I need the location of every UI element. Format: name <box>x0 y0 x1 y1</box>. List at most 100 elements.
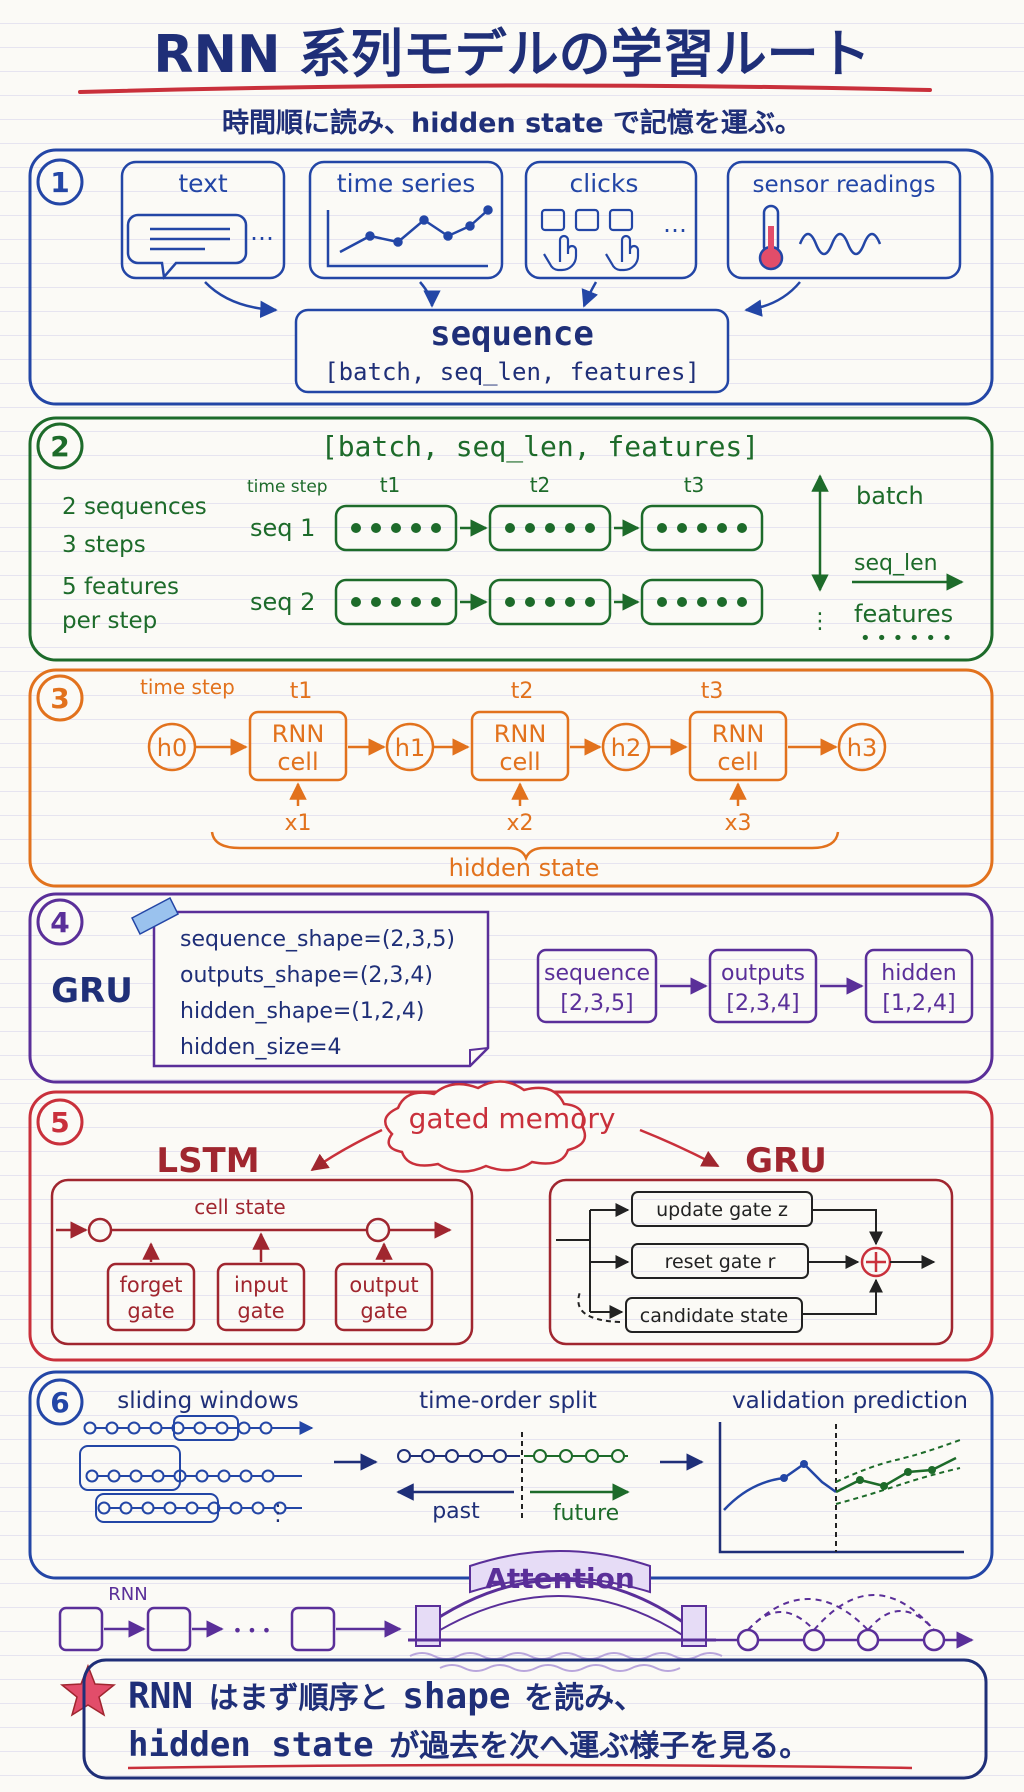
prediction-point <box>928 1466 936 1474</box>
tensor-shape-label: [batch, seq_len, features] <box>321 430 759 464</box>
input-clicks-box <box>524 160 698 280</box>
section-3-frame <box>28 668 994 888</box>
rnn-t2-label: t2 <box>511 679 534 704</box>
code-line-1: sequence_shape=(2,3,5) <box>180 927 455 952</box>
code-line-2: outputs_shape=(2,3,4) <box>180 963 433 988</box>
window-step <box>185 1501 199 1515</box>
footer-line1-text1: はまず順序と <box>209 1681 389 1716</box>
footer-line1-rnn: RNN <box>128 1676 193 1717</box>
shape-box-sequence-name: sequence <box>544 961 650 986</box>
hidden-h3-label: h3 <box>847 734 877 762</box>
lstm-title: LSTM <box>156 1141 259 1181</box>
attention-node-3 <box>856 1628 880 1652</box>
rnn-cell-3-line1: RNN <box>712 720 765 748</box>
note-steps: 3 steps <box>62 532 146 558</box>
feature-dot <box>545 523 555 533</box>
feature-dot <box>545 597 555 607</box>
shape-box-sequence <box>536 948 658 1024</box>
sequence-box <box>294 308 730 394</box>
past-label: past <box>432 1499 480 1524</box>
forget-gate-line2: gate <box>127 1299 174 1323</box>
feature-box <box>334 504 458 552</box>
axis-ellipsis: ⋮ <box>809 609 831 634</box>
seq1-label: seq 1 <box>250 514 315 542</box>
feature-dot <box>505 523 515 533</box>
future-step <box>559 1449 573 1463</box>
window-frame <box>79 1445 181 1491</box>
shape-box-sequence-shape: [2,3,5] <box>560 991 633 1016</box>
shape-box-outputs-name: outputs <box>721 961 805 986</box>
feature-dot <box>565 597 575 607</box>
section-3: 3 time step t1 t2 t3 h0 h1 h2 h3 RNN cel… <box>28 668 994 888</box>
hidden-h1-label: h1 <box>395 734 425 762</box>
prediction-line <box>835 1456 957 1494</box>
rnn-cell-3 <box>688 710 788 782</box>
validation-chart <box>718 1422 964 1554</box>
rnn-t1-label: t1 <box>290 679 313 704</box>
feature-grid <box>334 504 764 626</box>
feature-box <box>488 578 612 626</box>
feature-dot <box>351 523 361 533</box>
section-6: 6 sliding windows ⋮ time-order split pas… <box>28 1370 994 1580</box>
future-label: future <box>553 1501 619 1526</box>
bridge-arch <box>419 1578 695 1632</box>
past-step <box>493 1449 507 1463</box>
input-gate-box <box>216 1262 306 1332</box>
line-chart-icon <box>326 205 493 268</box>
page-subtitle: 時間順に読み、hidden state で記憶を運ぶ。 <box>222 107 802 139</box>
window-step <box>273 1501 287 1515</box>
input-gate-line2: gate <box>237 1299 284 1323</box>
code-note-card <box>152 910 490 1068</box>
rnn-step-dots: • • • <box>233 1621 271 1640</box>
input-x2-label: x2 <box>506 811 533 836</box>
window-step <box>119 1501 133 1515</box>
window-step <box>195 1469 209 1483</box>
hidden-state-label: hidden state <box>449 854 600 882</box>
window-step <box>207 1501 221 1515</box>
window-step <box>215 1421 229 1435</box>
section-1: 1 text … time series clicks … sensor rea… <box>28 148 994 406</box>
window-step <box>193 1421 207 1435</box>
hidden-state-brace <box>210 831 840 862</box>
star-icon <box>59 1663 117 1717</box>
t3-label: t3 <box>684 473 705 497</box>
window-step <box>229 1501 243 1515</box>
bridge-water <box>409 1652 723 1672</box>
feature-box <box>488 504 612 552</box>
feature-dot <box>411 597 421 607</box>
gru-wiring <box>556 1203 936 1323</box>
feature-dot <box>391 523 401 533</box>
seqlen-axis-label: seq_len <box>854 551 938 576</box>
reset-gate-label: reset gate r <box>665 1251 776 1273</box>
section-3-number: 3 <box>50 682 69 715</box>
speech-bubble-icon <box>126 213 248 280</box>
footer-line1-shape: shape <box>402 1676 510 1717</box>
output-gate-box <box>334 1262 434 1332</box>
sensor-wave-icon <box>798 232 882 256</box>
sequence-shape: [batch, seq_len, features] <box>324 358 700 386</box>
arrow-text-to-sequence <box>204 281 278 319</box>
window-step <box>149 1421 163 1435</box>
section-5-number: 5 <box>50 1106 69 1139</box>
window-frame <box>173 1415 239 1441</box>
windows-ellipsis: ⋮ <box>267 1501 289 1526</box>
rnn-timestep-label: time step <box>140 675 235 699</box>
output-gate-line2: gate <box>360 1299 407 1323</box>
section-4: 4 GRU sequence_shape=(2,3,5) outputs_sha… <box>28 892 994 1084</box>
window-step <box>237 1421 251 1435</box>
window-step <box>97 1501 111 1515</box>
feature-dot <box>411 523 421 533</box>
footer-underline <box>127 1763 913 1770</box>
section-6-number-circle <box>36 1378 84 1426</box>
attention-node-2 <box>802 1628 826 1652</box>
gru-diagram-box <box>548 1178 954 1346</box>
past-point <box>800 1460 808 1468</box>
feature-dot <box>585 523 595 533</box>
past-step <box>421 1449 435 1463</box>
features-dots: • • • • • • <box>860 628 952 649</box>
feature-dot <box>371 523 381 533</box>
validation-axes <box>718 1422 964 1554</box>
tape-icon <box>131 896 179 936</box>
past-step <box>469 1449 483 1463</box>
